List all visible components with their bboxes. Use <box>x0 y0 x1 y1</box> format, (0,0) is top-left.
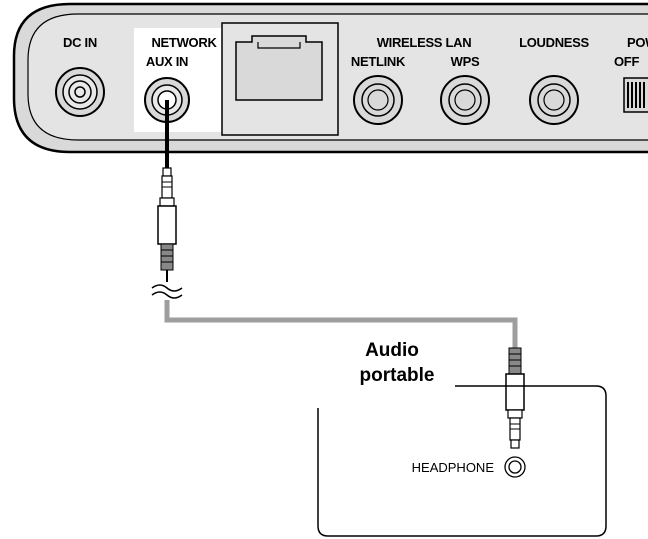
portable-title-line1: Audio <box>365 340 419 361</box>
power-label: POW <box>627 35 648 50</box>
upper-plug <box>157 167 177 271</box>
headphone-jack <box>504 456 526 478</box>
network-port <box>221 22 339 136</box>
audio-cable <box>151 100 525 449</box>
wps-label: WPS <box>451 54 480 69</box>
cable-break-symbol <box>151 284 183 299</box>
dc-in-label: DC IN <box>63 35 97 50</box>
cable-grey-segment <box>164 300 518 348</box>
wps-button <box>440 75 490 125</box>
netlink-label: NETLINK <box>351 54 406 69</box>
loudness-knob <box>529 75 579 125</box>
network-label: NETWORK <box>151 35 217 50</box>
loudness-label: LOUDNESS <box>519 35 589 50</box>
portable-title-line2: portable <box>360 365 435 386</box>
rear-panel: DC IN NETWORK AUX IN WIRELESS LAN NETLIN… <box>12 2 648 154</box>
audio-portable-device: Audio portable HEADPHONE <box>317 340 607 537</box>
power-switch <box>623 77 648 113</box>
netlink-button <box>353 75 403 125</box>
headphone-label: HEADPHONE <box>412 460 495 475</box>
dc-in-jack <box>55 67 105 117</box>
portable-outline <box>317 385 607 537</box>
lower-plug <box>505 347 525 449</box>
off-label: OFF <box>614 54 639 69</box>
aux-in-label: AUX IN <box>146 54 188 69</box>
wireless-lan-label: WIRELESS LAN <box>377 35 472 50</box>
